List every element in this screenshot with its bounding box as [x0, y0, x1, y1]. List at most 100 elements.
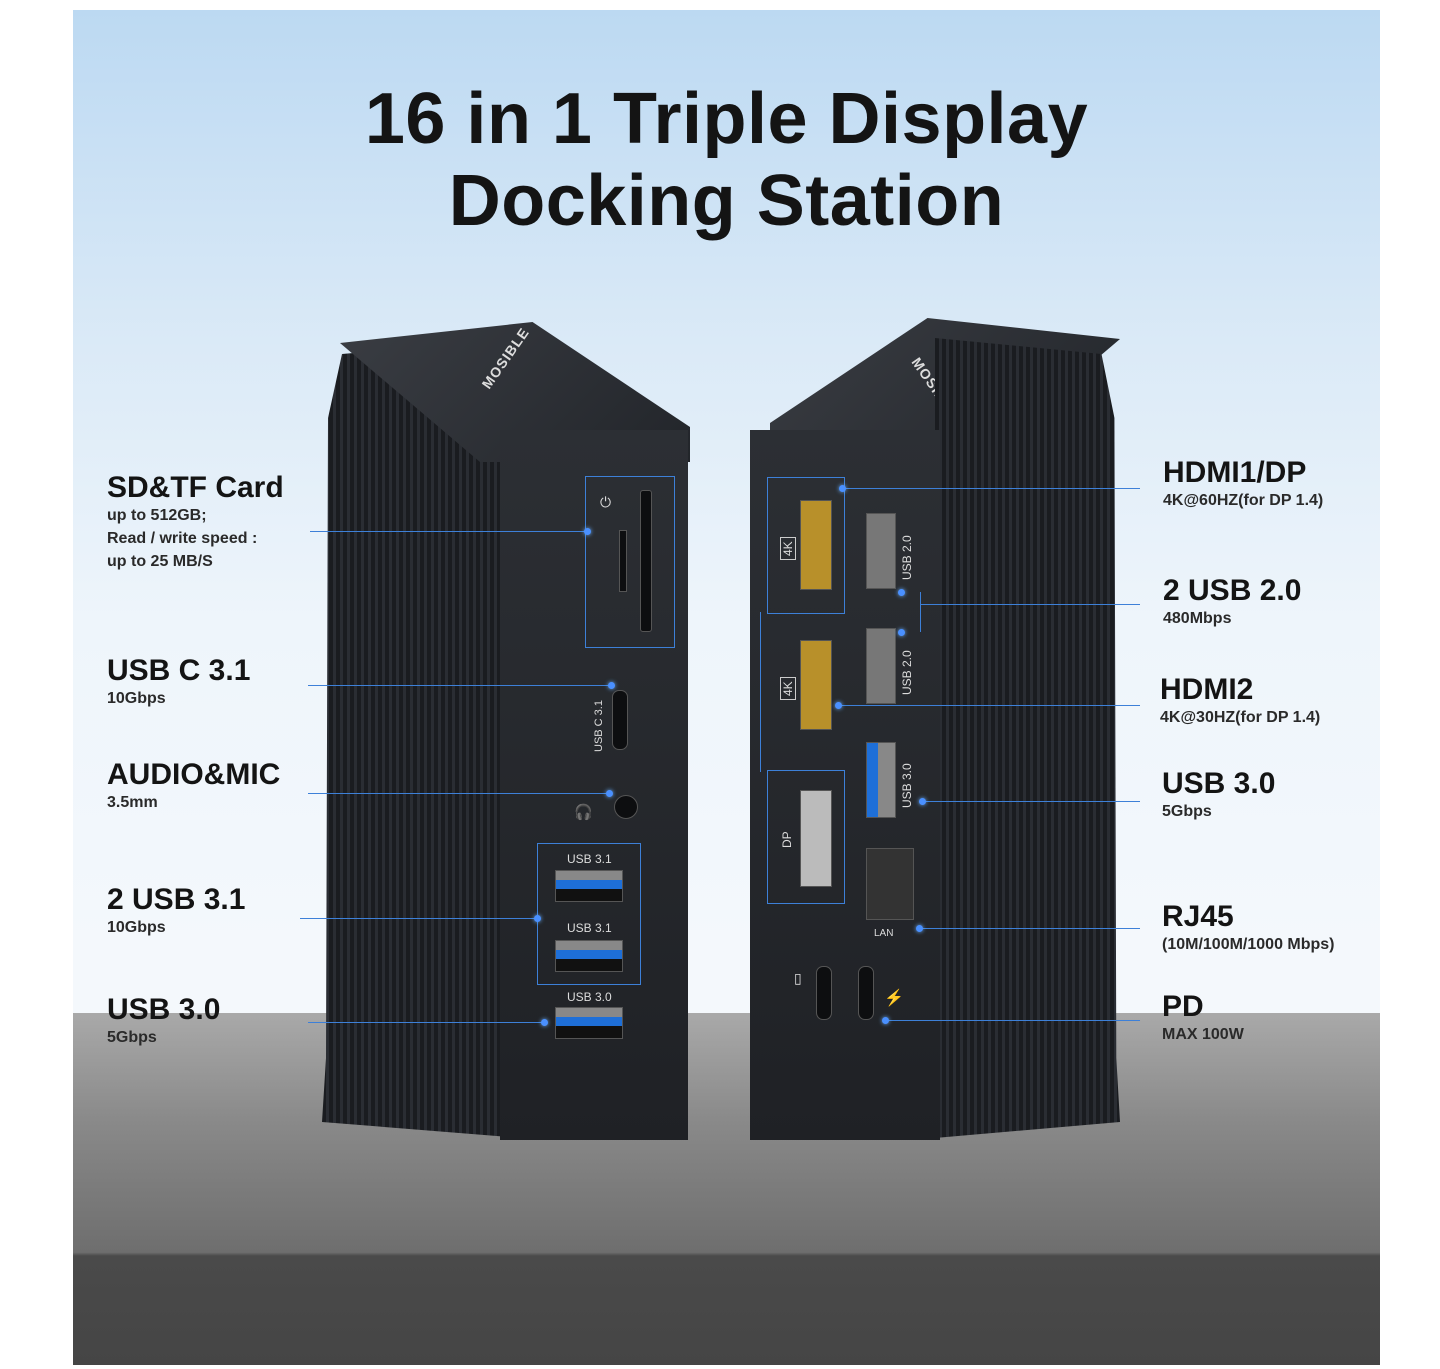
headphone-mic-icon: 🎧	[574, 804, 593, 821]
leader-dot	[882, 1017, 889, 1024]
usb30-label-front: USB 3.0	[567, 990, 612, 1004]
leader-dot	[606, 790, 613, 797]
leader-dot	[608, 682, 615, 689]
hdmi2-port[interactable]	[800, 640, 832, 730]
label-usb-c-31: USB C 3.1 10Gbps	[107, 655, 250, 710]
leader-usbc	[308, 685, 612, 686]
usb31-label-1: USB 3.1	[567, 852, 612, 866]
power-icon: ⏻	[600, 494, 612, 510]
label-usb-30-front: USB 3.0 5Gbps	[107, 994, 220, 1049]
label-pd: PD MAX 100W	[1162, 991, 1244, 1046]
leader-dot	[541, 1019, 548, 1026]
label-heading: 2 USB 2.0	[1163, 574, 1302, 607]
label-heading: USB 3.0	[1162, 767, 1276, 800]
tf-card-slot[interactable]	[619, 530, 627, 592]
usb31-port-2[interactable]	[555, 940, 623, 972]
leader-pd	[886, 1020, 1140, 1021]
title-line-1: 16 in 1 Triple Display	[364, 79, 1089, 159]
hdmi1-box	[767, 477, 845, 614]
label-detail: 10Gbps	[107, 690, 166, 707]
leader-hdmi2	[838, 705, 1140, 706]
label-sd-tf-card: SD&TF Card up to 512GB; Read / write spe…	[107, 472, 284, 573]
leader-sd-tf	[310, 531, 588, 532]
usb-c-data-port[interactable]	[816, 966, 832, 1020]
label-heading: RJ45	[1162, 900, 1234, 933]
usb20-port-2[interactable]	[866, 628, 896, 704]
usb20-label-1: USB 2.0	[900, 535, 914, 580]
usb20-port-1[interactable]	[866, 513, 896, 589]
leader-hdmi1	[843, 488, 1140, 489]
display-usb-icon: ▯	[794, 970, 802, 986]
label-heading: AUDIO&MIC	[107, 758, 281, 791]
page-title: 16 in 1 Triple Display Docking Station	[73, 78, 1380, 242]
usb31-box	[537, 843, 641, 985]
label-detail: 5Gbps	[1162, 803, 1212, 820]
leader-usb30-rear	[922, 801, 1140, 802]
hdmi2-4k-label: 4K	[780, 677, 796, 700]
usb30-label-rear: USB 3.0	[900, 763, 914, 808]
usb30-port-front[interactable]	[555, 1007, 623, 1039]
label-rj45: RJ45 (10M/100M/1000 Mbps)	[1162, 901, 1335, 956]
usb30-port-rear[interactable]	[866, 742, 896, 818]
label-hdmi1-dp: HDMI1/DP 4K@60HZ(for DP 1.4)	[1163, 457, 1323, 512]
sd-card-slot[interactable]	[640, 490, 652, 632]
label-detail: 480Mbps	[1163, 610, 1232, 627]
dp-label: DP	[780, 831, 794, 848]
leader-usb30-front	[308, 1022, 545, 1023]
leader-dot	[534, 915, 541, 922]
label-detail: 5Gbps	[107, 1029, 157, 1046]
dp-box	[767, 770, 845, 904]
leader-audio	[308, 793, 610, 794]
label-usb-30-rear: USB 3.0 5Gbps	[1162, 768, 1275, 823]
label-2-usb-31: 2 USB 3.1 10Gbps	[107, 884, 245, 939]
label-heading: USB C 3.1	[107, 654, 251, 687]
product-image: 16 in 1 Triple Display Docking Station	[73, 10, 1380, 1365]
label-detail: 10Gbps	[107, 919, 166, 936]
label-detail: Read / write speed :	[107, 530, 258, 547]
leader-usb31	[300, 918, 538, 919]
usb31-label-2: USB 3.1	[567, 921, 612, 935]
usb-c-port-label: USB C 3.1	[593, 700, 605, 752]
usb-c-port-front[interactable]	[612, 690, 628, 750]
label-hdmi2: HDMI2 4K@30HZ(for DP 1.4)	[1160, 674, 1320, 729]
leader-usb20	[920, 604, 1140, 605]
label-detail: up to 512GB;	[107, 507, 207, 524]
hdmi-dp-connector-line	[760, 612, 761, 772]
card-reader-box	[585, 476, 675, 648]
label-heading: HDMI2	[1160, 673, 1254, 706]
label-detail: (10M/100M/1000 Mbps)	[1162, 936, 1335, 953]
leader-dot	[839, 485, 846, 492]
title-line-2: Docking Station	[448, 161, 1005, 241]
hdmi1-port[interactable]	[800, 500, 832, 590]
leader-usb20-bracket	[920, 592, 921, 632]
label-heading: HDMI1/DP	[1163, 456, 1307, 489]
label-heading: SD&TF Card	[107, 471, 284, 504]
leader-dot	[916, 925, 923, 932]
label-detail: MAX 100W	[1162, 1026, 1244, 1043]
label-detail: 4K@30HZ(for DP 1.4)	[1160, 709, 1321, 726]
lightning-icon: ⚡	[884, 990, 904, 1007]
leader-dot	[835, 702, 842, 709]
rj45-port[interactable]	[866, 848, 914, 920]
usb31-port-1[interactable]	[555, 870, 623, 902]
usb20-label-2: USB 2.0	[900, 650, 914, 695]
audio-jack[interactable]	[614, 795, 638, 819]
leader-dot	[898, 589, 905, 596]
label-heading: USB 3.0	[107, 993, 221, 1026]
leader-rj45	[920, 928, 1140, 929]
lan-label: LAN	[874, 928, 894, 939]
heatsink-fins-left	[322, 338, 522, 1138]
label-detail: 3.5mm	[107, 794, 158, 811]
label-2-usb-20: 2 USB 2.0 480Mbps	[1163, 575, 1301, 630]
label-heading: 2 USB 3.1	[107, 883, 246, 916]
label-heading: PD	[1162, 990, 1204, 1023]
hdmi1-4k-label: 4K	[780, 537, 796, 560]
label-audio-mic: AUDIO&MIC 3.5mm	[107, 759, 280, 814]
label-detail: up to 25 MB/S	[107, 553, 213, 570]
label-detail: 4K@60HZ(for DP 1.4)	[1163, 492, 1324, 509]
floor-surface	[73, 1013, 1380, 1365]
displayport-port[interactable]	[800, 790, 832, 887]
usb-c-pd-port[interactable]	[858, 966, 874, 1020]
leader-dot	[584, 528, 591, 535]
leader-dot	[898, 629, 905, 636]
